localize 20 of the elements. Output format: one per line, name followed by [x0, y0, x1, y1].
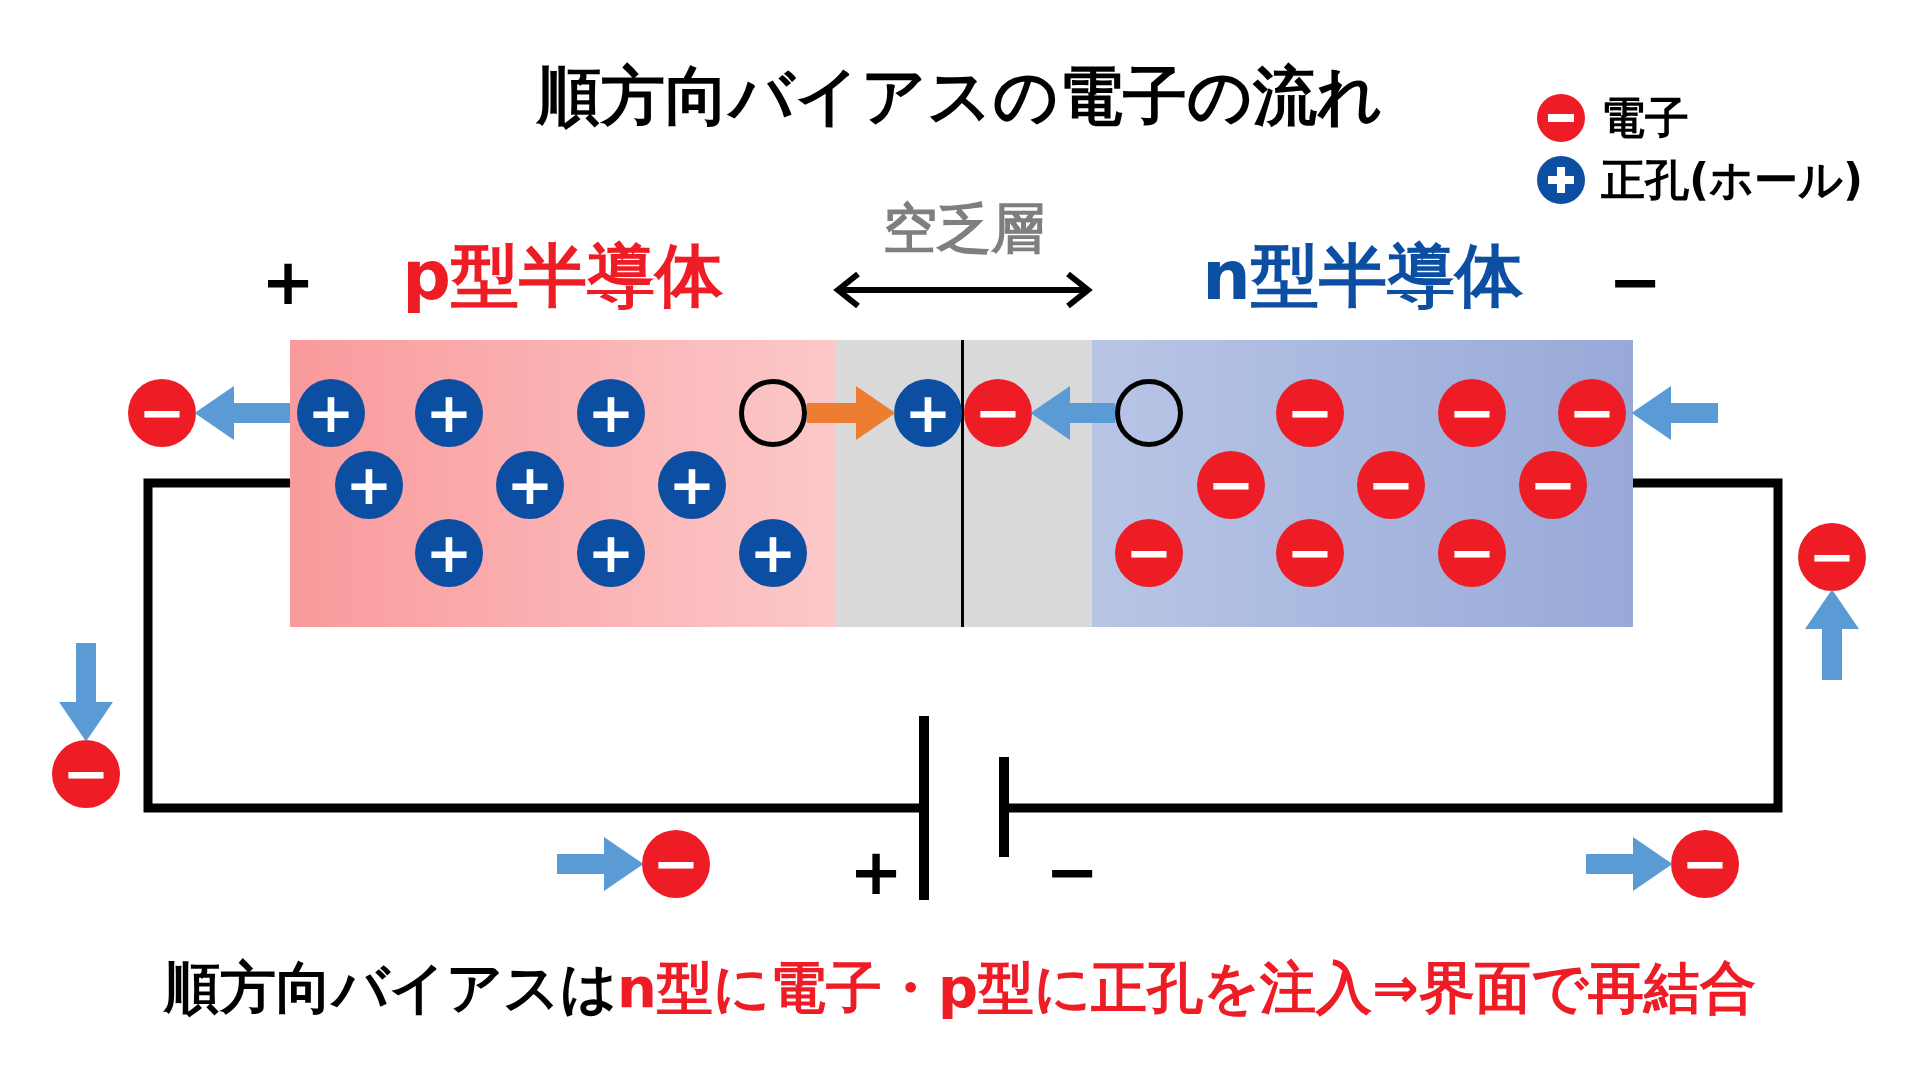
- arrow: [807, 386, 896, 440]
- arrow: [1805, 589, 1859, 680]
- title: 順方向バイアスの電子の流れ: [537, 64, 1383, 128]
- arrow: [1030, 386, 1115, 440]
- wire: [143, 478, 919, 813]
- arrow: [59, 643, 113, 742]
- caption-text: 順方向バイアスは: [164, 960, 618, 1016]
- legend-label: 正孔(ホール): [1601, 158, 1864, 202]
- polarity-sign: −: [1045, 840, 1099, 904]
- region-heading: 空乏層: [882, 202, 1045, 256]
- arrow: [194, 386, 290, 440]
- legend-label: 電子: [1601, 96, 1689, 140]
- arrow: [557, 837, 644, 891]
- region-heading: n型半導体: [1202, 242, 1523, 310]
- polarity-sign: +: [849, 840, 903, 904]
- polarity-sign: −: [1608, 250, 1662, 314]
- arrow: [1586, 837, 1673, 891]
- polarity-sign: +: [261, 250, 315, 314]
- arrow: [1631, 386, 1718, 440]
- wire: [1009, 478, 1783, 813]
